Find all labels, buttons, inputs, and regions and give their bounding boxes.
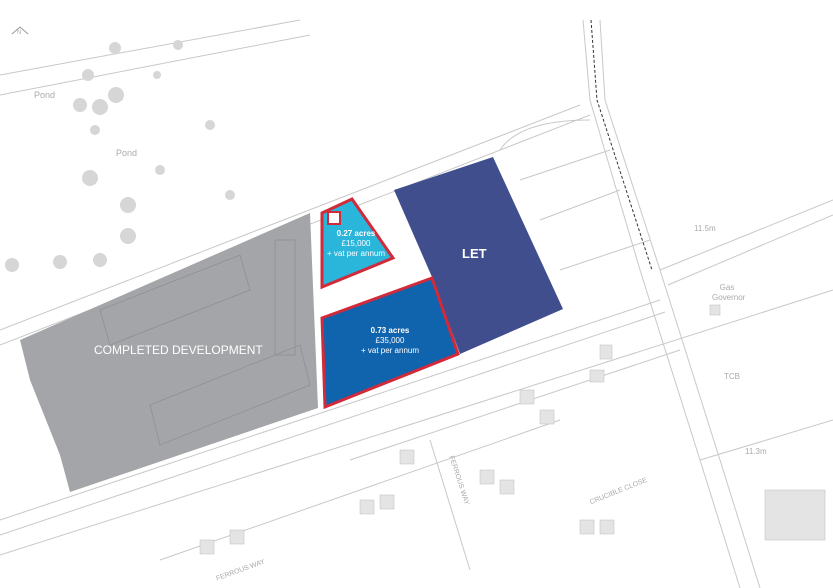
let-unit-area bbox=[394, 157, 563, 354]
main-road-markings bbox=[590, 19, 653, 271]
roads bbox=[0, 19, 833, 588]
gas-governor-label: Gas Governor bbox=[712, 283, 746, 303]
plot-b-area[interactable] bbox=[320, 276, 460, 410]
completed-development-area bbox=[20, 213, 318, 492]
level-label-1: 11.5m bbox=[694, 224, 716, 233]
tcb-label: TCB bbox=[724, 372, 740, 381]
trees bbox=[5, 40, 235, 272]
plot-a-substation bbox=[327, 211, 341, 225]
plot-b-area-text: 0.73 acres bbox=[370, 326, 410, 335]
plot-a-area-text: 0.27 acres bbox=[336, 229, 376, 238]
completed-development-label: COMPLETED DEVELOPMENT bbox=[94, 343, 263, 357]
north-arrow-icon bbox=[11, 26, 29, 35]
plot-b-price: £35,000 bbox=[375, 336, 405, 345]
plot-b-label: 0.73 acres £35,000 + vat per annum bbox=[345, 326, 435, 356]
houses bbox=[199, 304, 826, 555]
let-label: LET bbox=[462, 246, 487, 261]
pond-label-2: Pond bbox=[116, 148, 138, 158]
plot-a-price: £15,000 bbox=[341, 239, 371, 248]
pond-label-1: Pond bbox=[34, 90, 56, 100]
plot-b-terms: + vat per annum bbox=[360, 346, 420, 355]
plot-a-label: 0.27 acres £15,000 + vat per annum bbox=[323, 229, 389, 259]
plot-a-terms: + vat per annum bbox=[326, 249, 386, 258]
completed-buildings bbox=[99, 239, 311, 446]
level-label-2: 11.3m bbox=[745, 447, 767, 456]
north-label: N bbox=[17, 30, 22, 36]
